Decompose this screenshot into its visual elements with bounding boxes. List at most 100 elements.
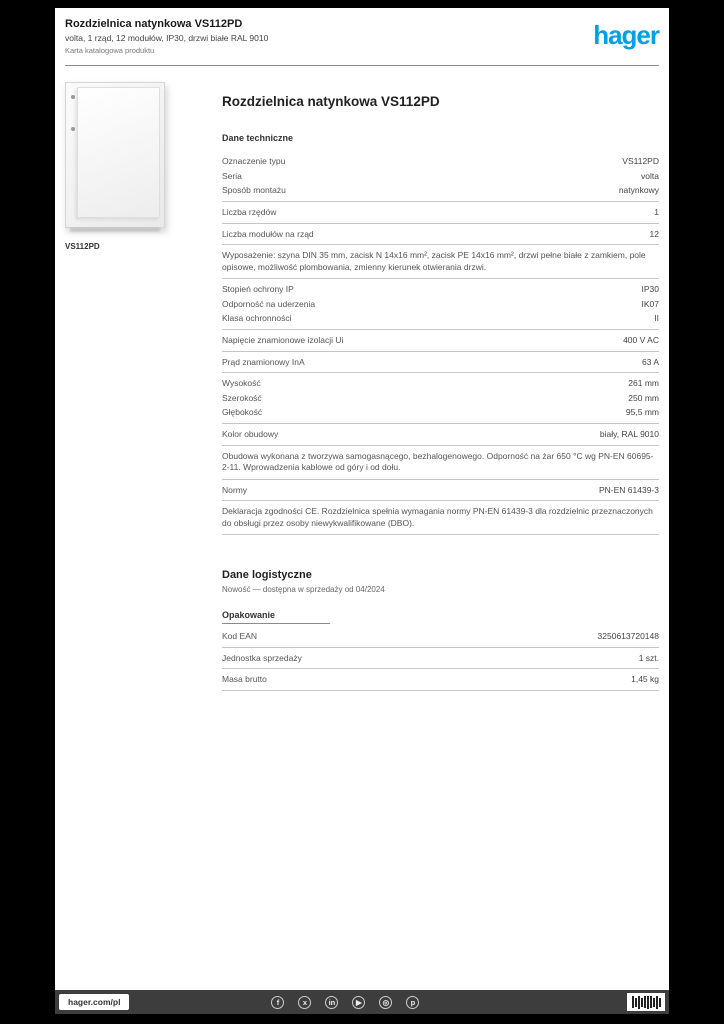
barcode-icon — [627, 993, 665, 1011]
table-row: Kod EAN 3250613720148 — [222, 629, 659, 644]
product-image-caption: VS112PD — [65, 242, 100, 251]
product-image-column: VS112PD — [65, 66, 222, 691]
spec-group: Masa brutto 1,45 kg — [222, 669, 659, 692]
spec-label: Masa brutto — [222, 674, 267, 685]
spec-label: Napięcie znamionowe izolacji Ui — [222, 334, 344, 345]
spec-label: Prąd znamionowy InA — [222, 356, 305, 367]
spec-value: 1 — [654, 206, 659, 217]
spec-group: Kolor obudowy biały, RAL 9010 — [222, 424, 659, 446]
table-row: Oznaczenie typu VS112PD — [222, 154, 659, 169]
table-row: Liczba modułów na rząd 12 — [222, 227, 659, 242]
spec-label: Kod EAN — [222, 631, 257, 642]
spec-value: II — [654, 313, 659, 324]
spec-group: Jednostka sprzedaży 1 szt. — [222, 648, 659, 670]
linkedin-icon[interactable]: in — [325, 995, 339, 1009]
spec-value: 261 mm — [628, 378, 659, 389]
header-meta: Karta katalogowa produktu — [65, 46, 155, 55]
table-row: Prąd znamionowy InA 63 A — [222, 355, 659, 370]
hinge-icon — [71, 95, 75, 99]
spec-group: Wyposażenie: szyna DIN 35 mm, zacisk N 1… — [222, 245, 659, 280]
table-row: Kolor obudowy biały, RAL 9010 — [222, 427, 659, 442]
spec-group: Stopień ochrony IP IP30 Odporność na ude… — [222, 279, 659, 330]
page-title: Rozdzielnica natynkowa VS112PD — [222, 94, 440, 109]
spec-description: Wyposażenie: szyna DIN 35 mm, zacisk N 1… — [222, 250, 646, 272]
table-row: Seria volta — [222, 169, 659, 184]
spec-value: 400 V AC — [623, 334, 659, 345]
spec-value: IK07 — [641, 298, 660, 309]
datasheet-page: Rozdzielnica natynkowa VS112PD volta, 1 … — [55, 8, 669, 1014]
social-links: f x in ▶ ◎ p — [271, 995, 420, 1009]
spec-value: VS112PD — [622, 156, 659, 166]
header-divider — [65, 65, 659, 66]
spec-group: Kod EAN 3250613720148 — [222, 626, 659, 648]
spec-label: Głębokość — [222, 407, 263, 418]
spec-label: Stopień ochrony IP — [222, 284, 294, 295]
table-row: Głębokość 95,5 mm — [222, 405, 659, 420]
spec-value: natynkowy — [618, 185, 659, 196]
spec-group: Deklaracja zgodności CE. Rozdzielnica sp… — [222, 501, 659, 536]
hinge-icon — [71, 127, 75, 131]
spec-value: 250 mm — [628, 392, 659, 403]
spec-label: Klasa ochronności — [222, 313, 292, 324]
spec-group: Normy PN-EN 61439-3 — [222, 480, 659, 502]
spec-label: Kolor obudowy — [222, 429, 279, 440]
spec-group: Napięcie znamionowe izolacji Ui 400 V AC — [222, 330, 659, 352]
table-row: Masa brutto 1,45 kg — [222, 672, 659, 687]
spec-group: Liczba modułów na rząd 12 — [222, 224, 659, 246]
spec-value: volta — [641, 170, 659, 181]
table-row: Liczba rzędów 1 — [222, 205, 659, 220]
hager-logo: hager — [593, 20, 660, 50]
spec-description: Obudowa wykonana z tworzywa samogasnąceg… — [222, 450, 654, 473]
spec-description: Deklaracja zgodności CE. Rozdzielnica sp… — [222, 506, 653, 528]
spec-label: Oznaczenie typu — [222, 156, 286, 166]
pinterest-icon[interactable]: p — [406, 995, 420, 1009]
spec-value: 63 A — [641, 356, 659, 367]
table-row: Sposób montażu natynkowy — [222, 183, 659, 198]
spec-value: 95,5 mm — [625, 407, 659, 418]
spec-group: Prąd znamionowy InA 63 A — [222, 352, 659, 374]
header: Rozdzielnica natynkowa VS112PD volta, 1 … — [55, 8, 669, 55]
spec-value: IP30 — [641, 284, 660, 295]
spec-table: Oznaczenie typu VS112PD Seria volta Spos… — [222, 151, 659, 536]
website-link[interactable]: hager.com/pl — [59, 994, 130, 1010]
table-row: Stopień ochrony IP IP30 — [222, 282, 659, 297]
enclosure-door — [77, 87, 160, 218]
footer-bar: hager.com/pl f x in ▶ ◎ p — [55, 990, 669, 1014]
header-product-title: Rozdzielnica natynkowa VS112PD — [65, 18, 243, 30]
spec-label: Szerokość — [222, 392, 262, 403]
logistics-subheading: Opakowanie — [222, 610, 330, 625]
table-row: Szerokość 250 mm — [222, 391, 659, 406]
instagram-icon[interactable]: ◎ — [379, 995, 393, 1009]
table-row: Normy PN-EN 61439-3 — [222, 483, 659, 498]
spec-group: Obudowa wykonana z tworzywa samogasnąceg… — [222, 446, 659, 480]
table-row: Odporność na uderzenia IK07 — [222, 297, 659, 312]
spec-group: Wysokość 261 mm Szerokość 250 mm Głęboko… — [222, 373, 659, 425]
table-row: Klasa ochronności II — [222, 311, 659, 326]
spec-label: Wysokość — [222, 378, 261, 389]
spec-label: Seria — [222, 170, 242, 181]
table-row: Wysokość 261 mm — [222, 376, 659, 391]
header-product-subtitle: volta, 1 rząd, 12 modułów, IP30, drzwi b… — [65, 33, 269, 43]
twitter-icon[interactable]: x — [298, 995, 312, 1009]
table-row: Napięcie znamionowe izolacji Ui 400 V AC — [222, 333, 659, 348]
spec-label: Jednostka sprzedaży — [222, 652, 302, 663]
product-image — [65, 82, 165, 228]
spec-value: 1 szt. — [638, 652, 659, 663]
table-row: Jednostka sprzedaży 1 szt. — [222, 651, 659, 666]
spec-label: Odporność na uderzenia — [222, 298, 316, 309]
spec-value: 12 — [649, 228, 659, 239]
spec-label: Liczba rzędów — [222, 206, 277, 217]
spec-value: PN-EN 61439-3 — [598, 484, 659, 495]
section-heading-logistics: Dane logistyczne — [222, 569, 312, 582]
spec-label: Normy — [222, 484, 248, 495]
spec-group: Liczba rzędów 1 — [222, 202, 659, 224]
youtube-icon[interactable]: ▶ — [352, 995, 366, 1009]
logistics-table: Kod EAN 3250613720148 Jednostka sprzedaż… — [222, 626, 659, 692]
logistics-note: Nowość — dostępna w sprzedaży od 04/2024 — [222, 585, 385, 595]
spec-group: Oznaczenie typu VS112PD Seria volta Spos… — [222, 151, 659, 202]
spec-label: Sposób montażu — [222, 185, 286, 196]
content: VS112PD Rozdzielnica natynkowa VS112PD D… — [55, 66, 669, 692]
section-heading-technical: Dane techniczne — [222, 133, 294, 143]
facebook-icon[interactable]: f — [271, 995, 285, 1009]
spec-value: biały, RAL 9010 — [599, 429, 659, 440]
